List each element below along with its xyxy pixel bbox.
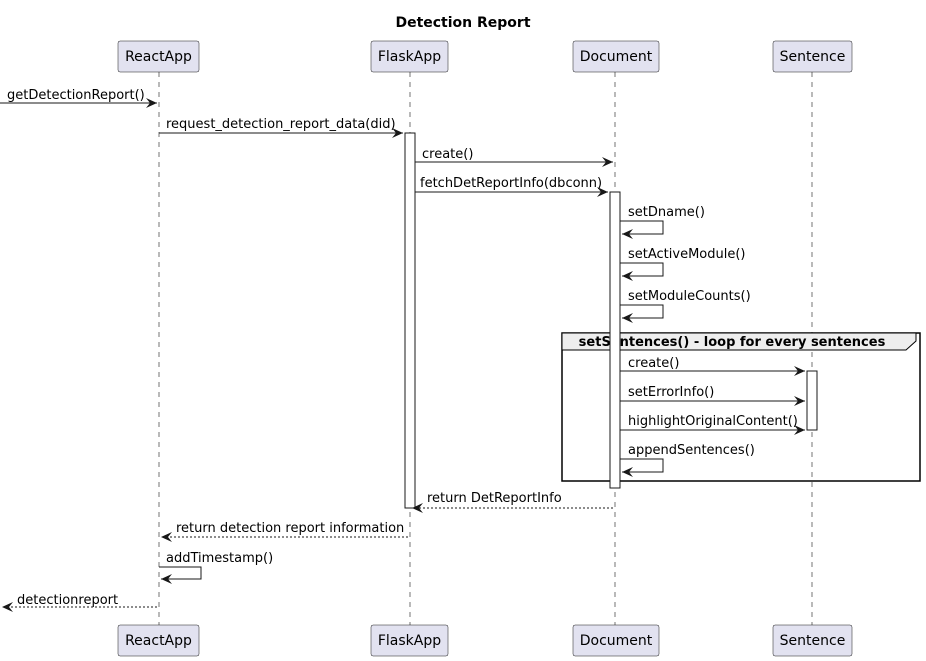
message-self-arrow (159, 566, 202, 584)
participant-document-bottom: Document (572, 624, 660, 657)
participant-sentence-bottom: Sentence (772, 624, 853, 657)
svg-text:Sentence: Sentence (780, 633, 846, 649)
participant-flask-top: FlaskApp (370, 40, 449, 73)
participant-flask-bottom: FlaskApp (370, 624, 449, 657)
svg-text:FlaskApp: FlaskApp (378, 633, 441, 649)
message-self-arrow (620, 220, 664, 239)
svg-text:Document: Document (580, 633, 653, 649)
message-self-arrow (620, 304, 664, 323)
message-label: return detection report information (176, 521, 404, 536)
message-label: create() (628, 356, 679, 371)
message-label: setDname() (628, 205, 705, 220)
message-label: getDetectionReport() (7, 88, 145, 103)
participant-document-top: Document (572, 40, 660, 73)
svg-text:FlaskApp: FlaskApp (378, 49, 441, 65)
activation-document (609, 191, 621, 489)
message-label: request_detection_report_data(did) (166, 117, 396, 132)
message-label: setModuleCounts() (628, 289, 751, 304)
message-label: highlightOriginalContent() (628, 414, 798, 429)
message-label: setActiveModule() (628, 247, 746, 262)
message-label: appendSentences() (628, 443, 755, 458)
message-self-arrow (620, 458, 664, 477)
activation-flask (404, 132, 416, 509)
diagram-title: Detection Report (395, 15, 530, 31)
message-label: addTimestamp() (166, 551, 273, 566)
svg-text:Document: Document (580, 49, 653, 65)
participant-sentence-top: Sentence (772, 40, 853, 73)
participant-react-top: ReactApp (117, 40, 200, 73)
svg-text:ReactApp: ReactApp (125, 49, 192, 65)
message-self-arrow (620, 262, 664, 281)
message-label: detectionreport (17, 593, 118, 608)
message-label: setErrorInfo() (628, 385, 714, 400)
svg-text:Sentence: Sentence (780, 49, 846, 65)
message-label: return DetReportInfo (427, 491, 562, 506)
participant-react-bottom: ReactApp (117, 624, 200, 657)
loop-frame: setSentences() - loop for every sentence… (561, 332, 921, 482)
message-label: fetchDetReportInfo(dbconn) (420, 176, 602, 191)
message-label: create() (422, 147, 473, 162)
activation-sentence (806, 370, 818, 431)
svg-text:ReactApp: ReactApp (125, 633, 192, 649)
loop-label: setSentences() - loop for every sentence… (579, 335, 886, 350)
